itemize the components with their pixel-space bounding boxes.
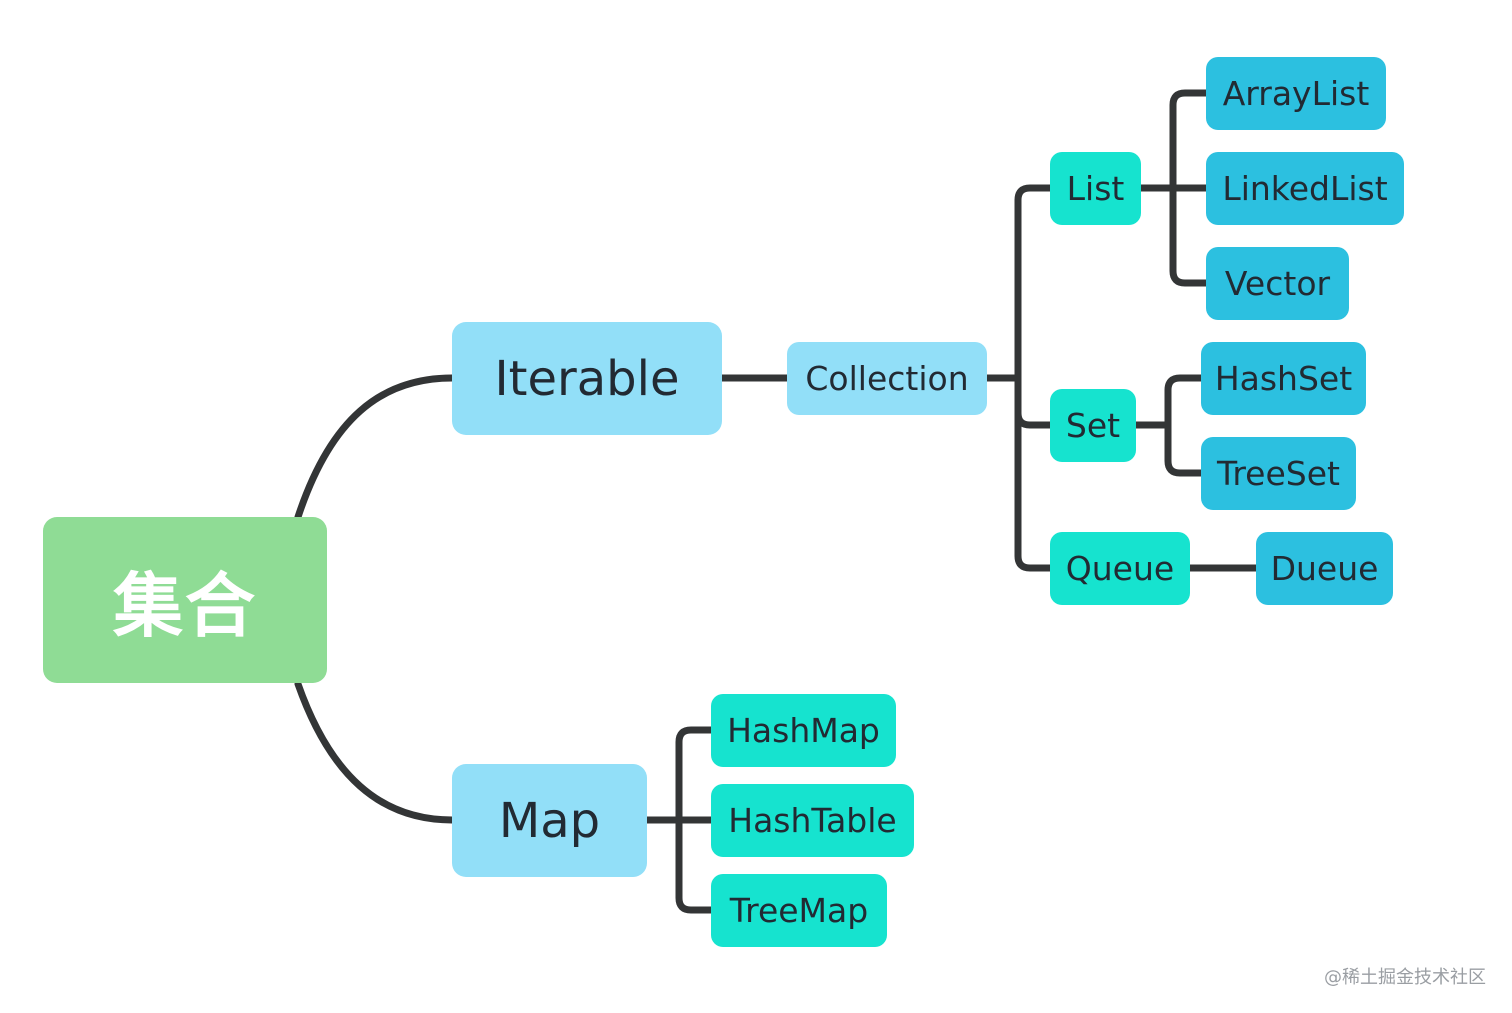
root-node-collections[interactable]: 集合 — [43, 517, 327, 683]
node-hashtable[interactable]: HashTable — [711, 784, 914, 857]
connector-collection-children — [983, 184, 1054, 572]
node-map[interactable]: Map — [452, 764, 647, 877]
node-collection-label: Collection — [805, 359, 969, 398]
node-arraylist[interactable]: ArrayList — [1206, 57, 1386, 130]
node-vector-label: Vector — [1224, 264, 1331, 303]
node-list-label: List — [1066, 169, 1125, 208]
node-iterable[interactable]: Iterable — [452, 322, 722, 435]
root-node-label: 集合 — [113, 564, 257, 647]
node-queue-label: Queue — [1065, 549, 1175, 588]
node-linkedlist-label: LinkedList — [1222, 169, 1388, 208]
node-list[interactable]: List — [1050, 152, 1141, 225]
node-vector[interactable]: Vector — [1206, 247, 1349, 320]
node-dueue[interactable]: Dueue — [1256, 532, 1393, 605]
node-treemap[interactable]: TreeMap — [711, 874, 887, 947]
node-treemap-label: TreeMap — [729, 891, 869, 930]
node-iterable-label: Iterable — [494, 350, 680, 407]
node-hashset-label: HashSet — [1214, 359, 1353, 398]
node-treeset-label: TreeSet — [1217, 454, 1340, 493]
node-treeset[interactable]: TreeSet — [1201, 437, 1356, 510]
node-dueue-label: Dueue — [1270, 549, 1379, 588]
connector-set-children — [1132, 374, 1205, 477]
connector-root-map — [294, 680, 456, 824]
node-map-label: Map — [498, 792, 601, 849]
watermark: @稀土掘金技术社区 — [1324, 967, 1486, 988]
node-set-label: Set — [1065, 406, 1121, 445]
node-hashmap-label: HashMap — [727, 711, 880, 750]
connector-list-children — [1137, 89, 1210, 287]
node-hashmap[interactable]: HashMap — [711, 694, 896, 767]
node-linkedlist[interactable]: LinkedList — [1206, 152, 1404, 225]
node-hashtable-label: HashTable — [728, 801, 897, 840]
node-set[interactable]: Set — [1050, 389, 1136, 462]
node-collection[interactable]: Collection — [787, 342, 987, 415]
node-arraylist-label: ArrayList — [1222, 74, 1370, 113]
connector-map-children — [643, 726, 715, 914]
connector-root-iterable — [294, 374, 456, 521]
node-hashset[interactable]: HashSet — [1201, 342, 1366, 415]
node-queue[interactable]: Queue — [1050, 532, 1190, 605]
